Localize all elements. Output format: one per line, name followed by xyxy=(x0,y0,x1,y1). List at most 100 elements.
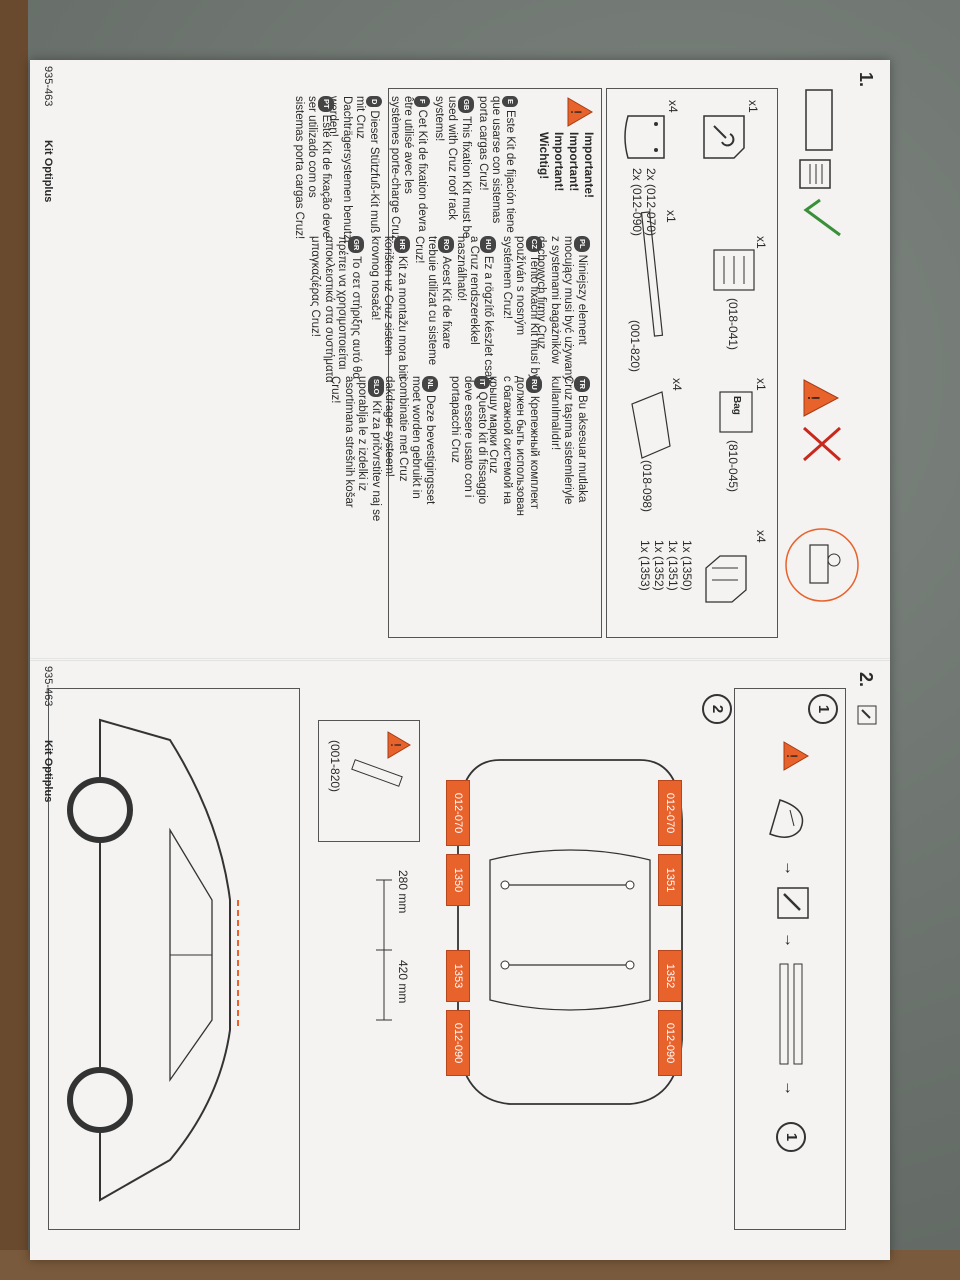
wrench-box-icon xyxy=(777,887,809,919)
note-text: Este Kit de fijación tiene que usarse co… xyxy=(477,96,516,233)
qty-feet: x4 xyxy=(754,530,768,543)
country-code-badge: PL xyxy=(574,236,590,252)
note-tr: TRBu aksesuar mutlaka Cruz taşıma sistem… xyxy=(548,376,590,524)
qty-plate: x4 xyxy=(670,378,684,391)
note-pt: PTEste Kit de fixação deve ser utilizado… xyxy=(292,96,334,244)
note-text: Este Kit de fixação deve ser utilizado c… xyxy=(293,96,332,240)
instruction-sheet: 1. ! x1 x4 2x ( xyxy=(30,60,890,1260)
note-text: Το σετ στήριξης αυτό θα πρέπει να χρησιμ… xyxy=(309,236,363,383)
table-edge-left xyxy=(0,0,28,1280)
note-text: Tento fixační Kit musí být používán s no… xyxy=(501,236,540,383)
rail-code: (001-820) xyxy=(328,740,342,793)
code-feet-1: 1x (1350) xyxy=(680,540,694,591)
country-code-badge: CZ xyxy=(526,236,542,252)
important-de: Wichtig! xyxy=(537,132,551,180)
footer-code-2: 935-463 xyxy=(42,666,54,707)
country-code-badge: GB xyxy=(458,96,474,114)
code-bag: (810-045) xyxy=(726,440,740,493)
note-e: EEste Kit de fijación tiene que usarse c… xyxy=(476,96,518,244)
qty-instructions: x1 xyxy=(754,236,768,249)
note-slo: SLOKit za pričvrstitev naj se uporablja … xyxy=(328,376,384,524)
code-plate: (018-098) xyxy=(640,460,654,513)
warning-triangle-icon-2: ! xyxy=(783,741,809,771)
country-code-badge: IT xyxy=(474,376,490,389)
rubber-strip-icon xyxy=(640,211,664,337)
svg-text:!: ! xyxy=(804,395,823,401)
note-f: FCet Kit de fixation devra être utilisé … xyxy=(388,96,430,244)
bag-label: Bag xyxy=(731,396,742,415)
important-es: Importante! xyxy=(582,132,596,198)
roof-bar-icon xyxy=(779,963,803,1065)
country-code-badge: HU xyxy=(480,236,496,253)
country-code-badge: RU xyxy=(526,376,542,393)
foot-bracket-icon xyxy=(705,555,747,603)
note-text: Kit za pričvrstitev naj se uporablja le … xyxy=(329,376,383,522)
svg-text:!: ! xyxy=(387,742,402,747)
country-code-badge: GR xyxy=(348,236,364,254)
note-text: Questo kit di fissaggio deve essere usat… xyxy=(449,376,488,505)
country-code-badge: D xyxy=(366,96,382,108)
footer-code-1: 935-463 xyxy=(42,66,54,107)
arrow-3: → xyxy=(781,1080,798,1096)
note-pl: PLNiniejszy element mocujący musi być uż… xyxy=(534,236,590,384)
country-code-badge: TR xyxy=(574,376,590,392)
note-cz: CZTento fixační Kit musí být používán s … xyxy=(500,236,542,384)
step-number-1: 1. xyxy=(856,72,876,88)
svg-text:!: ! xyxy=(567,109,583,115)
panel-step-1: 1. ! x1 x4 2x ( xyxy=(30,60,890,660)
note-ru: RUКрепежный комплект должен быть использ… xyxy=(486,376,542,524)
measure-280: 280 mm xyxy=(396,870,410,914)
note-it: ITQuesto kit di fissaggio deve essere us… xyxy=(448,376,490,524)
note-text: Bu aksesuar mutlaka Cruz taşıma sistemle… xyxy=(549,376,588,505)
step-circle-1: 1 xyxy=(808,694,838,724)
rubber-pad-icon xyxy=(624,115,665,159)
country-code-badge: F xyxy=(414,96,430,107)
arrow-1: → xyxy=(781,860,798,876)
country-code-badge: HR xyxy=(394,236,410,253)
note-hr: HRKit za montažu mora biti korišten uz C… xyxy=(368,236,410,384)
step-circle-1-end: 1 xyxy=(776,1122,806,1152)
important-fr: Important! xyxy=(552,132,566,192)
code-instructions: (018-041) xyxy=(726,298,740,351)
tag-front-3: 1352 xyxy=(658,950,682,1002)
instruction-sheet-icon xyxy=(713,249,755,291)
note-text: Kit za montažu mora biti korišten uz Cru… xyxy=(369,236,408,380)
code-rail: (001-820) xyxy=(628,320,642,373)
hand-attaching-icon xyxy=(769,799,804,838)
important-it: Important! xyxy=(567,132,581,192)
read-instructions-check-icon xyxy=(799,89,841,237)
bag-icon xyxy=(719,391,753,433)
warning-cross-icon: ! xyxy=(803,379,841,462)
plate-icon xyxy=(631,391,671,459)
qty-rail: x1 xyxy=(664,210,678,223)
code-feet-3: 1x (1352) xyxy=(652,540,666,591)
tag-front-1: 012-070 xyxy=(658,780,682,846)
tag-front-2: 1351 xyxy=(658,854,682,906)
car-side-view xyxy=(67,718,239,1202)
tag-rear-2: 1350 xyxy=(446,854,470,906)
note-text: Acest Kit de fixare trebuie utilizat cu … xyxy=(413,236,452,366)
country-code-badge: NL xyxy=(422,376,438,392)
note-text: Cet Kit de fixation devra être utilisé a… xyxy=(389,96,428,244)
panel-step-2: 2. 1 ! → → → 1 2 xyxy=(30,660,890,1260)
arrow-2: → xyxy=(781,932,798,948)
country-code-badge: RO xyxy=(438,236,454,254)
code-feet-4: 1x (1353) xyxy=(638,540,652,591)
note-d: DDieser Stützfuß-Kit muß mit Cruz Dachtr… xyxy=(326,96,382,244)
note-text: This fixation Kit must be used with Cruz… xyxy=(433,96,472,239)
country-code-badge: PT xyxy=(318,96,334,112)
footer-title-2: Kit Optiplus xyxy=(42,740,54,803)
tool-wrench-icon xyxy=(703,115,745,159)
qty-tool: x1 xyxy=(746,100,760,113)
note-hu: HUEz a rögzítő készlet csak a Cruz rends… xyxy=(454,236,496,384)
note-text: Dieser Stützfuß-Kit muß mit Cruz Dachträ… xyxy=(327,96,381,244)
country-code-badge: E xyxy=(502,96,518,108)
footer-title-1: Kit Optiplus xyxy=(42,140,54,203)
note-ro: ROAcest Kit de fixare trebuie utilizat c… xyxy=(412,236,454,384)
svg-text:!: ! xyxy=(783,753,799,759)
code-feet-2: 1x (1351) xyxy=(666,540,680,591)
step-number-2: 2. xyxy=(856,672,876,688)
measure-arrows xyxy=(376,879,392,1021)
note-text: Niniejszy element mocujący musi być używ… xyxy=(535,236,589,382)
qty-bag: x1 xyxy=(754,378,768,391)
